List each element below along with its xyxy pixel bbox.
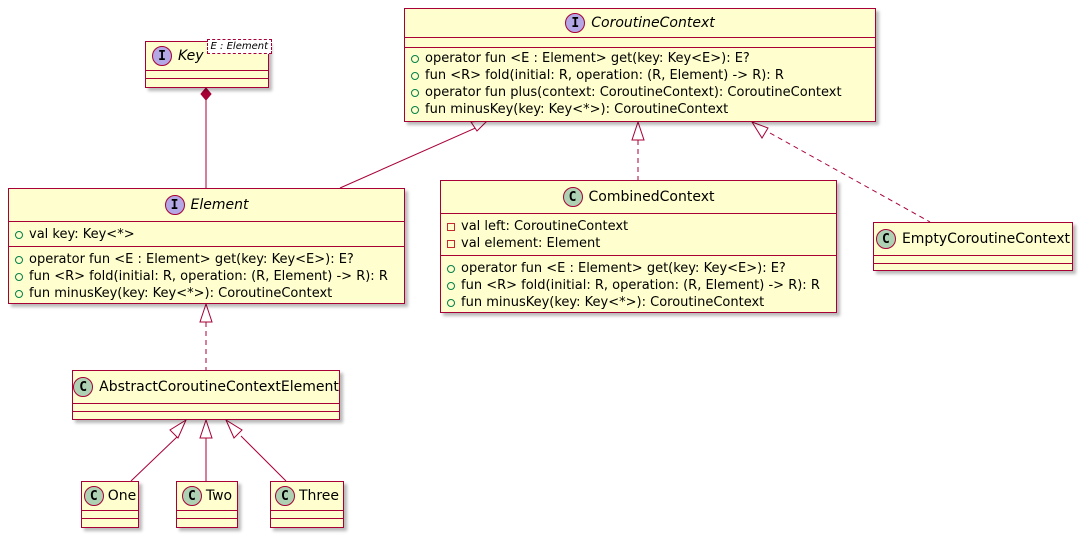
class-three[interactable]: C Three bbox=[270, 481, 344, 528]
interface-icon: I bbox=[164, 195, 185, 215]
private-marker-icon bbox=[447, 239, 455, 248]
public-marker-icon bbox=[15, 230, 23, 239]
realization-arrowhead bbox=[631, 120, 645, 141]
class-header: C Two bbox=[177, 482, 237, 511]
class-element[interactable]: I Element val key: Key<*> operator fun <… bbox=[8, 188, 405, 304]
interface-icon: I bbox=[152, 46, 172, 66]
inheritance-arrowhead bbox=[224, 418, 243, 439]
inheritance-arrowhead bbox=[199, 418, 213, 439]
field-row: val left: CoroutineContext bbox=[447, 218, 836, 235]
public-marker-icon bbox=[15, 255, 23, 264]
extends-line-one-abstract bbox=[130, 435, 179, 482]
private-marker-icon bbox=[447, 222, 455, 231]
class-name: Two bbox=[205, 488, 233, 504]
class-name: CoroutineContext bbox=[591, 15, 715, 31]
interface-icon: I bbox=[565, 13, 586, 33]
class-coroutine-context[interactable]: I CoroutineContext operator fun <E : Ele… bbox=[404, 8, 876, 122]
methods-section: operator fun <E : Element> get(key: Key<… bbox=[9, 247, 404, 305]
extends-line-element-coroutinecontext bbox=[339, 125, 481, 189]
method-row: operator fun <E : Element> get(key: Key<… bbox=[411, 50, 875, 67]
class-name: Element bbox=[190, 197, 249, 213]
class-one[interactable]: C One bbox=[81, 481, 139, 528]
class-name: AbstractCoroutineContextElement bbox=[99, 379, 339, 395]
public-marker-icon bbox=[411, 71, 419, 80]
public-marker-icon bbox=[411, 105, 419, 114]
class-icon: C bbox=[73, 377, 94, 397]
class-icon: C bbox=[562, 187, 583, 207]
method-row: operator fun <E : Element> get(key: Key<… bbox=[447, 260, 836, 277]
fields-section bbox=[271, 511, 343, 519]
fields-section bbox=[177, 511, 237, 519]
class-icon: C bbox=[83, 486, 104, 506]
implements-line-empty-coroutinecontext bbox=[769, 132, 931, 223]
extends-line-three-abstract bbox=[240, 435, 287, 482]
public-marker-icon bbox=[447, 298, 455, 307]
methods-section: operator fun <E : Element> get(key: Key<… bbox=[405, 48, 875, 121]
class-name: One bbox=[107, 488, 137, 504]
class-empty-coroutine-context[interactable]: C EmptyCoroutineContext bbox=[873, 222, 1073, 271]
fields-section: val key: Key<*> bbox=[9, 222, 404, 247]
public-marker-icon bbox=[447, 281, 455, 290]
class-header: C One bbox=[82, 482, 138, 511]
method-row: fun minusKey(key: Key<*>): CoroutineCont… bbox=[411, 101, 875, 118]
fields-section: val left: CoroutineContext val element: … bbox=[441, 214, 836, 256]
methods-section: operator fun <E : Element> get(key: Key<… bbox=[441, 256, 836, 314]
method-row: fun <R> fold(initial: R, operation: (R, … bbox=[15, 268, 404, 285]
class-header: C Three bbox=[271, 482, 343, 511]
public-marker-icon bbox=[15, 272, 23, 281]
class-combined-context[interactable]: C CombinedContext val left: CoroutineCon… bbox=[440, 180, 837, 313]
type-parameter: E : Element bbox=[206, 39, 272, 54]
method-row: fun minusKey(key: Key<*>): CoroutineCont… bbox=[447, 294, 836, 311]
method-row: fun <R> fold(initial: R, operation: (R, … bbox=[447, 277, 836, 294]
field-row: val key: Key<*> bbox=[15, 226, 404, 243]
class-header: I Element bbox=[9, 189, 404, 222]
public-marker-icon bbox=[411, 54, 419, 63]
inheritance-arrowhead bbox=[169, 418, 188, 439]
method-row: fun <R> fold(initial: R, operation: (R, … bbox=[411, 67, 875, 84]
empty-section bbox=[146, 71, 268, 79]
class-icon: C bbox=[875, 229, 896, 249]
class-icon: C bbox=[274, 486, 295, 506]
class-header: C AbstractCoroutineContextElement bbox=[73, 371, 339, 404]
realization-arrowhead bbox=[199, 302, 213, 323]
field-row: val element: Element bbox=[447, 235, 836, 252]
method-row: fun minusKey(key: Key<*>): CoroutineCont… bbox=[15, 285, 404, 302]
realization-arrowhead bbox=[750, 121, 769, 139]
class-key[interactable]: E : Element I Key bbox=[145, 39, 272, 88]
class-icon: C bbox=[181, 486, 202, 506]
class-two[interactable]: C Two bbox=[176, 481, 238, 528]
class-name: CombinedContext bbox=[588, 189, 715, 205]
class-header: I CoroutineContext bbox=[405, 9, 875, 38]
fields-section bbox=[73, 404, 339, 412]
method-row: operator fun <E : Element> get(key: Key<… bbox=[15, 251, 404, 268]
public-marker-icon bbox=[15, 289, 23, 298]
public-marker-icon bbox=[411, 88, 419, 97]
class-header: C EmptyCoroutineContext bbox=[874, 223, 1072, 256]
class-name: Key bbox=[178, 48, 204, 64]
fields-section bbox=[405, 38, 875, 48]
class-header: C CombinedContext bbox=[441, 181, 836, 214]
class-name: EmptyCoroutineContext bbox=[901, 231, 1071, 247]
class-name: Three bbox=[298, 488, 340, 504]
fields-section bbox=[82, 511, 138, 519]
method-row: operator fun plus(context: CoroutineCont… bbox=[411, 84, 875, 101]
fields-section bbox=[874, 256, 1072, 264]
class-abstract-coroutine-context-element[interactable]: C AbstractCoroutineContextElement bbox=[72, 370, 340, 420]
class-header: I Key bbox=[146, 42, 268, 71]
composition-diamond bbox=[200, 87, 212, 101]
public-marker-icon bbox=[447, 264, 455, 273]
